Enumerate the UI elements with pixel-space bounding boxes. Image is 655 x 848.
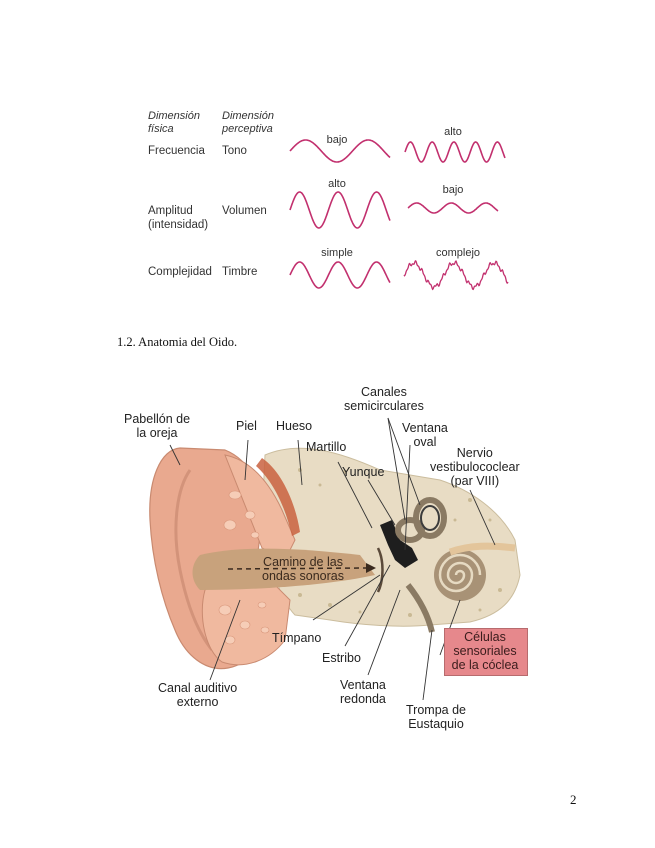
label-cochlea-cells: Células sensoriales de la cóclea [444, 630, 526, 672]
label-ear-canal: Canal auditivo externo [158, 681, 237, 709]
label-skin: Piel [236, 419, 257, 433]
label-eardrum: Tímpano [272, 631, 321, 645]
label-pinna: Pabellón de la oreja [124, 412, 190, 440]
label-hammer: Martillo [306, 440, 346, 454]
label-semicircular-canals: Canales semicirculares [344, 385, 424, 413]
label-round-window: Ventana redonda [340, 678, 386, 706]
label-anvil: Yunque [342, 465, 384, 479]
label-bone: Hueso [276, 419, 312, 433]
label-oval-window: Ventana oval [402, 421, 448, 449]
label-stirrup: Estribo [322, 651, 361, 665]
label-eustachian-tube: Trompa de Eustaquio [406, 703, 466, 731]
cochlea [434, 549, 486, 601]
label-vestibulocochlear-nerve: Nervio vestibulococlear (par VIII) [430, 446, 520, 488]
label-sound-path: Camino de las ondas sonoras [262, 555, 344, 583]
page-number: 2 [570, 792, 577, 808]
